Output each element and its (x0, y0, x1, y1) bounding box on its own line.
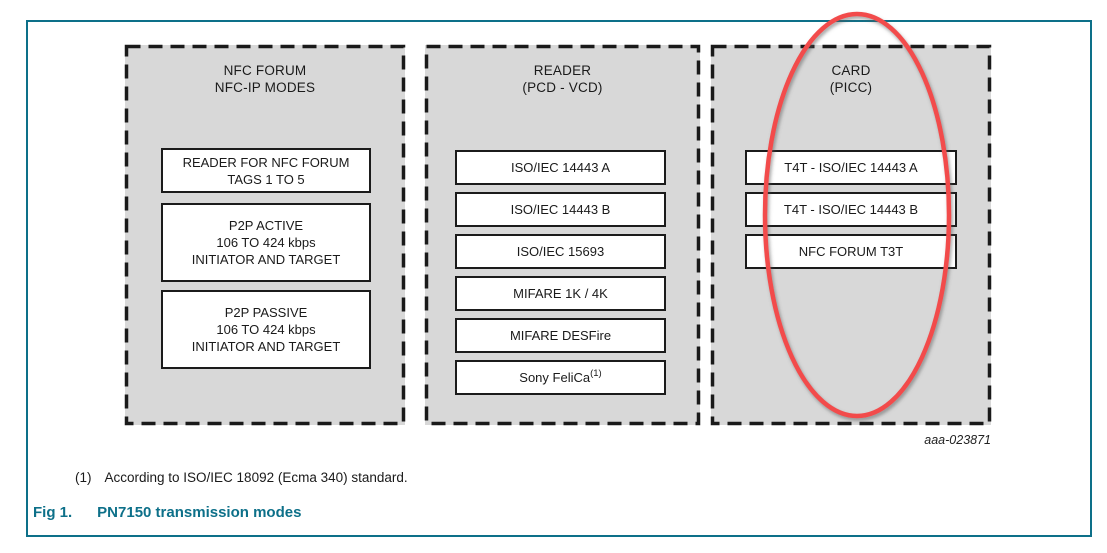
node-sony-felica: Sony FeliCa(1) (455, 360, 666, 395)
group-title-line: READER (533, 63, 592, 78)
group-reader-pcd-vcd: READER (PCD - VCD) ISO/IEC 14443 A ISO/I… (425, 45, 700, 425)
node-p2p-passive: P2P PASSIVE 106 TO 424 kbps INITIATOR AN… (161, 290, 371, 369)
figure-caption-label: Fig 1. (33, 504, 73, 521)
node-label-line: 106 TO 424 kbps (216, 235, 316, 250)
node-label-line: MIFARE 1K / 4K (513, 286, 608, 301)
group-title-line: NFC FORUM (223, 63, 307, 78)
group-title: READER (PCD - VCD) (425, 62, 700, 96)
node-label-line: READER FOR NFC FORUM (182, 154, 350, 170)
node-label-line: P2P PASSIVE (224, 305, 308, 320)
node-t4t-iso-14443-b: T4T - ISO/IEC 14443 B (745, 192, 957, 227)
node-label-line: ISO/IEC 14443 A (510, 160, 610, 175)
node-label-line: INITIATOR AND TARGET (191, 339, 341, 354)
node-nfc-forum-t3t: NFC FORUM T3T (745, 234, 957, 269)
node-reader-for-nfc-forum-tags: READER FOR NFC FORUM TAGS 1 TO 5 (161, 148, 371, 193)
figure-caption: Fig 1. PN7150 transmission modes (33, 504, 301, 521)
node-iso-14443-a: ISO/IEC 14443 A (455, 150, 666, 185)
node-label-text: Sony FeliCa (519, 370, 591, 385)
node-mifare-desfire: MIFARE DESFire (455, 318, 666, 353)
group-title-line: CARD (831, 63, 871, 78)
group-title-line: NFC-IP MODES (214, 80, 316, 95)
node-label-line: NFC FORUM T3T (798, 244, 904, 259)
node-label-line: ISO/IEC 14443 B (510, 202, 611, 217)
node-t4t-iso-14443-a: T4T - ISO/IEC 14443 A (745, 150, 957, 185)
node-label-line: T4T - ISO/IEC 14443 B (783, 202, 919, 217)
group-card-picc: CARD (PICC) T4T - ISO/IEC 14443 A T4T - … (711, 45, 991, 425)
figure-footnote: (1) According to ISO/IEC 18092 (Ecma 340… (75, 470, 408, 485)
node-label-line: TAGS 1 TO 5 (227, 171, 305, 187)
node-label-line: 106 TO 424 kbps (216, 322, 316, 337)
node-iso-15693: ISO/IEC 15693 (455, 234, 666, 269)
group-title: CARD (PICC) (711, 62, 991, 96)
figure-caption-title: PN7150 transmission modes (97, 504, 302, 521)
group-title-line: (PCD - VCD) (522, 80, 603, 95)
node-label-line: T4T - ISO/IEC 14443 A (784, 160, 918, 175)
footnote-marker: (1) (75, 470, 92, 485)
node-label-line: INITIATOR AND TARGET (191, 252, 341, 267)
figure-frame (26, 20, 1092, 537)
node-mifare-1k-4k: MIFARE 1K / 4K (455, 276, 666, 311)
node-label-line: MIFARE DESFire (509, 328, 612, 343)
footnote-text: According to ISO/IEC 18092 (Ecma 340) st… (104, 470, 408, 485)
node-iso-14443-b: ISO/IEC 14443 B (455, 192, 666, 227)
footnote-reference: (1) (590, 368, 602, 379)
group-title: NFC FORUM NFC-IP MODES (125, 62, 405, 96)
group-title-line: (PICC) (829, 80, 873, 95)
node-p2p-active: P2P ACTIVE 106 TO 424 kbps INITIATOR AND… (161, 203, 371, 282)
group-nfc-forum-modes: NFC FORUM NFC-IP MODES READER FOR NFC FO… (125, 45, 405, 425)
node-label-line: P2P ACTIVE (228, 218, 304, 233)
node-label-line: ISO/IEC 15693 (516, 244, 605, 259)
node-label-line: Sony FeliCa(1) (519, 369, 601, 386)
artwork-id: aaa-023871 (924, 433, 991, 447)
